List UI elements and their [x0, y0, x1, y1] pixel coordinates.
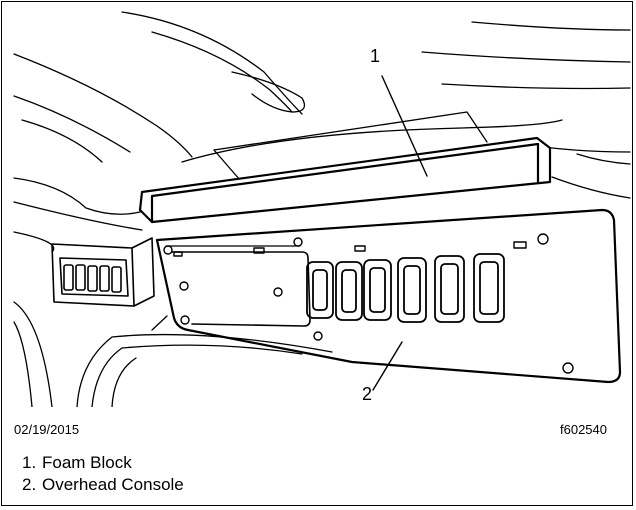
console-switches: [306, 253, 505, 323]
figure-id: f602540: [560, 422, 607, 437]
legend-number: 1.: [22, 453, 37, 472]
legend-number: 2.: [22, 475, 37, 494]
legend-text: Overhead Console: [42, 475, 184, 494]
figure-legend: 1. Foam Block 2. Overhead Console: [22, 452, 184, 496]
figure-date: 02/19/2015: [14, 422, 80, 437]
leader-lines: [372, 75, 428, 391]
a-pillar-lines: [13, 201, 333, 407]
legend-text: Foam Block: [42, 453, 132, 472]
foam-block: [138, 111, 552, 224]
console-fasteners: [163, 233, 574, 374]
overhead-console: [155, 208, 622, 384]
legend-item: 2. Overhead Console: [22, 474, 184, 496]
legend-item: 1. Foam Block: [22, 452, 184, 474]
headliner-lines: [13, 11, 631, 215]
left-switch-panel: [51, 237, 155, 307]
callout-2: 2: [362, 384, 373, 404]
callout-1: 1: [370, 46, 381, 66]
overhead-console-illustration: [13, 11, 631, 407]
